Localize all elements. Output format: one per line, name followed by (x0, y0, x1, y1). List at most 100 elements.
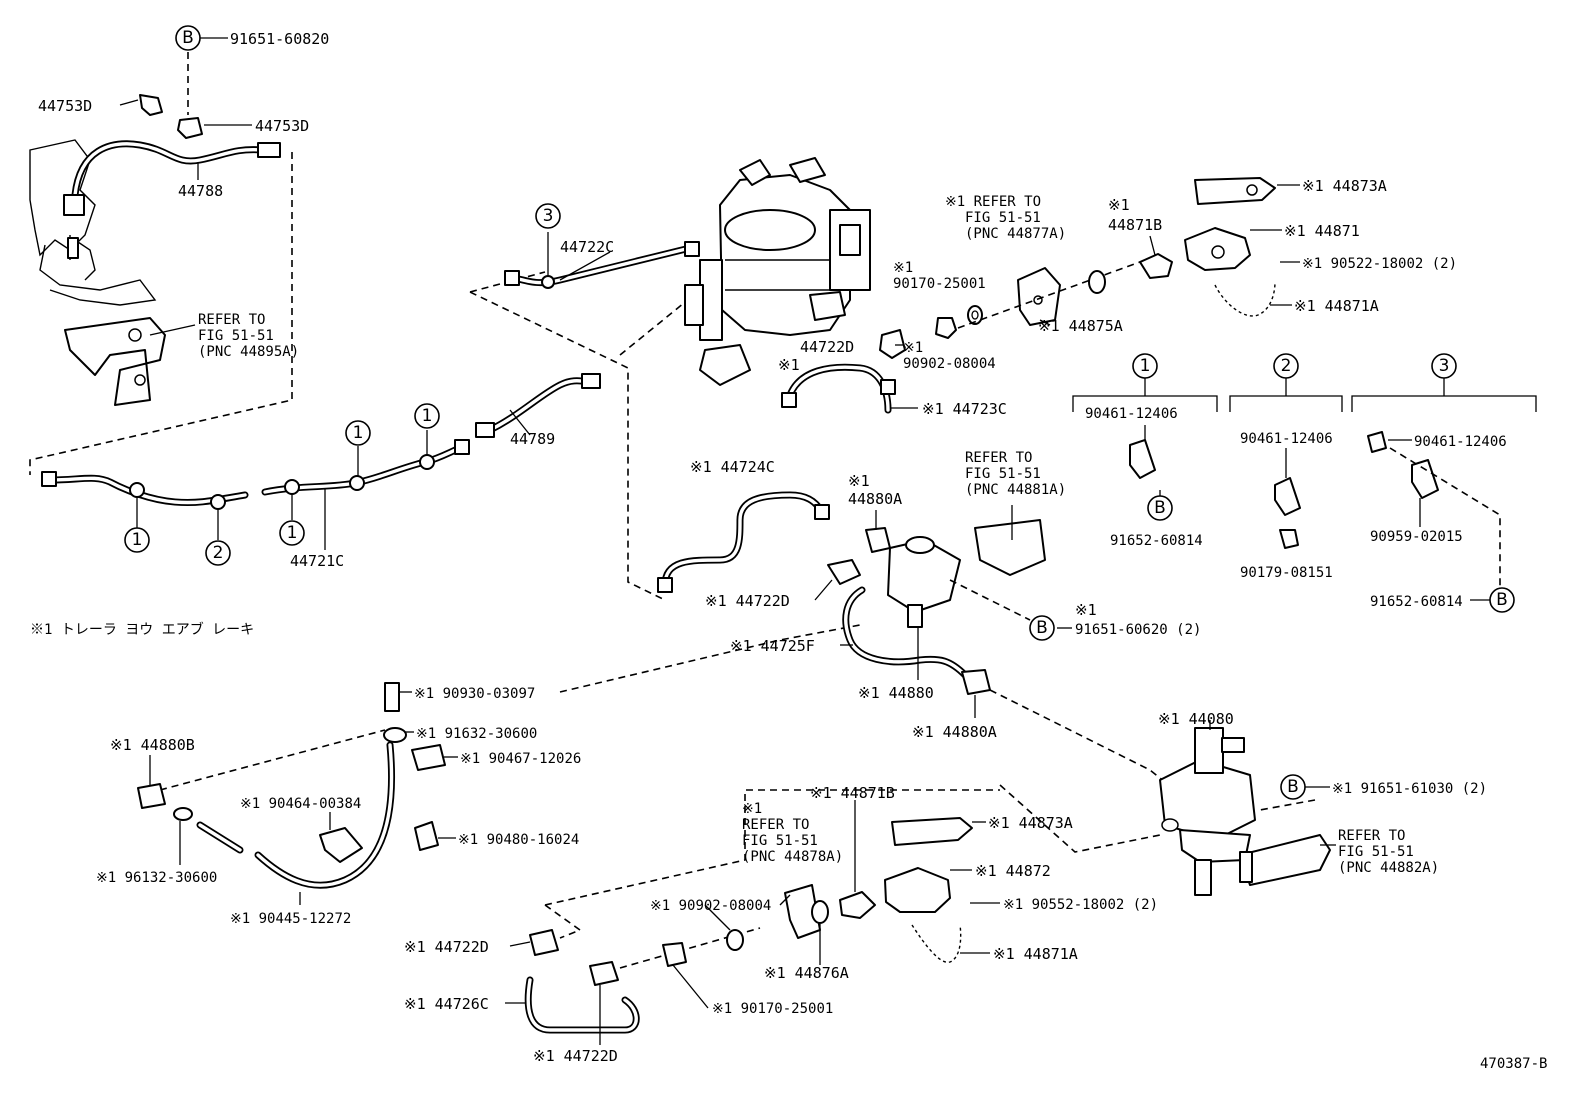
label-44753d-left: 44753D (38, 97, 92, 115)
svg-text:B: B (1154, 498, 1166, 518)
label-144726c: ※1 44726C (404, 995, 489, 1013)
relay-valve-44080 (1159, 727, 1256, 896)
valve-body (887, 536, 961, 628)
air-dryer-assembly (684, 157, 871, 386)
marker-b-top: B (175, 25, 201, 51)
engine-block-outline (29, 139, 157, 306)
labels: 91651-60820 44753D 44753D 44788 REFER TO… (30, 30, 1547, 1072)
label-90464-00384: ※1 90464-00384 (240, 796, 361, 812)
marker-2-a: 2 (205, 540, 231, 566)
svg-text:B: B (1287, 777, 1299, 797)
label-144880b: ※1 44880B (110, 736, 195, 754)
svg-text:B: B (1036, 618, 1048, 638)
marker-1-d: 1 (414, 403, 440, 429)
label-90552-18002: ※1 90552-18002 (2) (1003, 897, 1158, 913)
label-44721c: 44721C (290, 552, 344, 570)
label-refer-44895a: REFER TO FIG 51-51 (PNC 44895A) (198, 312, 299, 360)
coupling-44872 (884, 867, 951, 913)
label-144722d-mid: ※1 44722D (705, 592, 790, 610)
svg-text:(PNC 44882A): (PNC 44882A) (1338, 860, 1439, 876)
svg-text:1: 1 (287, 523, 298, 543)
pipe-44721c (41, 439, 470, 510)
label-star1-c: ※1 (778, 356, 800, 374)
valve-90467-12026 (411, 744, 446, 771)
label-144724c: ※1 44724C (690, 458, 775, 476)
label-star1-f: ※1 (1075, 601, 1097, 619)
svg-text:(PNC 44895A): (PNC 44895A) (198, 344, 299, 360)
label-144725f: ※1 44725F (730, 637, 815, 655)
label-90902-08004-bot: ※1 90902-08004 (650, 898, 771, 914)
svg-text:1: 1 (353, 423, 364, 443)
svg-text:(PNC 44878A): (PNC 44878A) (742, 849, 843, 865)
label-91632-30600: ※1 91632-30600 (416, 726, 537, 742)
hose-44788 (63, 140, 281, 216)
svg-text:B: B (1496, 590, 1508, 610)
svg-text:REFER TO: REFER TO (1338, 828, 1405, 844)
clamp-96132-30600 (173, 807, 193, 821)
marker-b-valve: B (1029, 615, 1055, 641)
svg-text:B: B (182, 28, 194, 48)
label-144873a-bot: ※1 44873A (988, 814, 1073, 832)
label-90445-12272: ※1 90445-12272 (230, 911, 351, 927)
marker-3-legend: 3 (1431, 353, 1457, 379)
elbow-44722d-bot (529, 929, 619, 986)
label-144875a: ※1 44875A (1038, 317, 1123, 335)
fitting-44880a-bot (961, 669, 991, 695)
label-star1-a: ※1 (893, 260, 913, 276)
marker-2-legend: 2 (1273, 353, 1299, 379)
legend-3-clamp: 90461-12406 (1414, 434, 1507, 450)
pipe-44722c (504, 241, 700, 289)
marker-1-legend: 1 (1132, 353, 1158, 379)
svg-text:※1: ※1 (742, 801, 762, 817)
pipe-44725f (842, 586, 969, 679)
svg-text:※1 REFER TO: ※1 REFER TO (945, 194, 1041, 210)
label-144871a-top: ※1 44871A (1294, 297, 1379, 315)
marker-b-legend3: B (1489, 587, 1515, 613)
washer-90902-08004 (967, 305, 983, 325)
label-44722d: 44722D (800, 338, 854, 356)
marker-b-relay: B (1280, 774, 1306, 800)
label-144871: ※1 44871 (1284, 222, 1360, 240)
label-refer-44881a: REFER TO FIG 51-51 (PNC 44881A) (965, 450, 1066, 498)
svg-text:REFER TO: REFER TO (198, 312, 265, 328)
label-44753d-right: 44753D (255, 117, 309, 135)
label-144880: ※1 44880 (858, 684, 934, 702)
label-90170-25001-bot: ※1 90170-25001 (712, 1001, 833, 1017)
marker-1-c: 1 (345, 420, 371, 446)
label-144723c: ※1 44723C (922, 400, 1007, 418)
label-144872: ※1 44872 (975, 862, 1051, 880)
label-90930-03097: ※1 90930-03097 (414, 686, 535, 702)
washer-right (1088, 270, 1106, 294)
label-44871b: 44871B (1108, 216, 1162, 234)
figure-id: 470387-B (1480, 1056, 1547, 1072)
label-96132-30600: ※1 96132-30600 (96, 870, 217, 886)
label-star1-b: ※1 (903, 340, 923, 356)
elbow-44722d-top (879, 329, 906, 359)
svg-text:(PNC 44881A): (PNC 44881A) (965, 482, 1066, 498)
svg-text:2: 2 (213, 543, 224, 563)
cap-44873a-top (1194, 177, 1276, 205)
elbow-44722d-mid (827, 559, 861, 585)
bracket-44882a (1239, 834, 1331, 886)
label-44880a: 44880A (848, 490, 902, 508)
plug-90480-16024 (414, 821, 439, 851)
label-90467-12026: ※1 90467-12026 (460, 751, 581, 767)
label-refer-44882a: REFER TO FIG 51-51 (PNC 44882A) (1338, 828, 1439, 876)
clip-90464-00384 (319, 827, 363, 863)
svg-text:2: 2 (1281, 356, 1292, 376)
label-144080: ※1 44080 (1158, 710, 1234, 728)
washer-90902-bot (726, 929, 744, 951)
nut-90170-bot (662, 942, 687, 967)
label-44722c: 44722C (560, 238, 614, 256)
cap-44873a-bot (891, 817, 973, 846)
fitting-90930-03097 (384, 682, 400, 712)
svg-text:(PNC 44877A): (PNC 44877A) (965, 226, 1066, 242)
marker-b-legend1: B (1147, 495, 1173, 521)
chain-44871a-bot (911, 924, 962, 963)
bracket-44895a (64, 317, 166, 406)
legend-3-part-c: 91652-60814 (1370, 594, 1463, 610)
svg-text:1: 1 (422, 406, 433, 426)
label-144722d-bottom: ※1 44722D (533, 1047, 618, 1065)
